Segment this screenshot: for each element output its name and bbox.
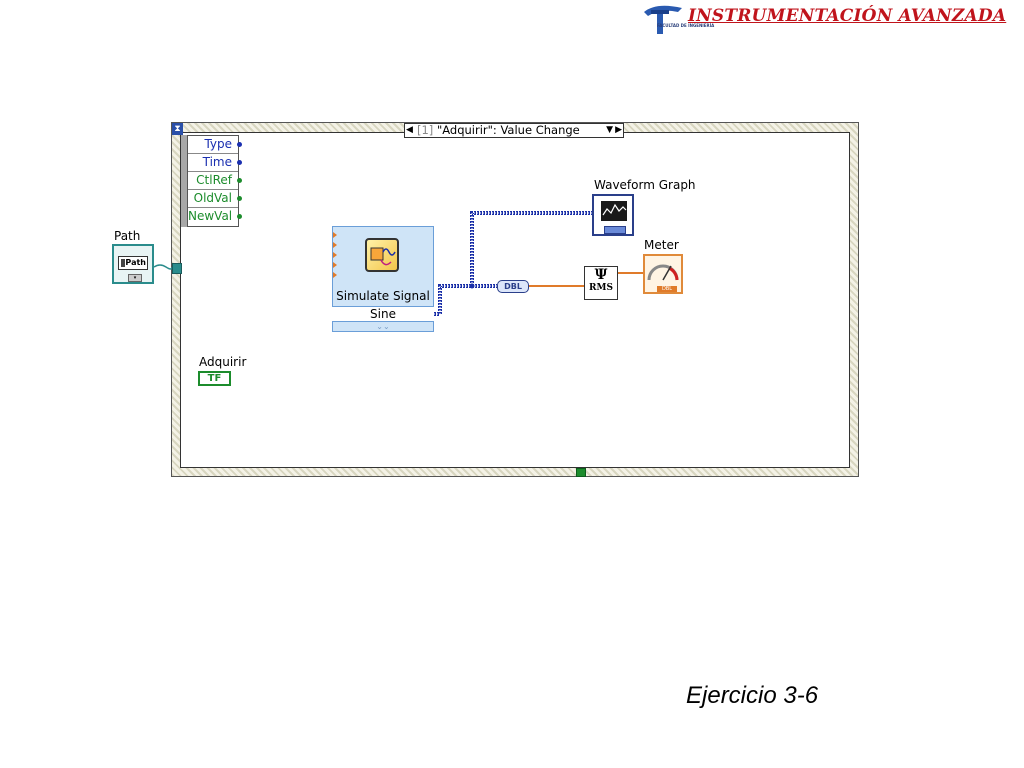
expand-chevron-icon[interactable]: ⌄⌄ [376,322,390,331]
event-data-newval[interactable]: NewVal [188,208,242,226]
meter-terminal[interactable]: DBL [643,254,683,294]
rms-function[interactable]: Ψ RMS [584,266,618,300]
rms-symbol: Ψ [594,267,608,283]
dropdown-arrow-icon[interactable]: ▼ [606,125,613,135]
meter-dbl-badge: DBL [657,286,677,292]
adquirir-boolean-terminal[interactable]: TF [198,371,231,386]
event-data-oldval[interactable]: OldVal [188,190,242,208]
gauge-icon [647,264,679,281]
from-ddt-convert[interactable]: DBL [497,280,529,293]
input-terminal[interactable] [333,272,337,278]
path-tunnel[interactable] [172,263,182,274]
waveform-graph-terminal[interactable] [592,194,634,236]
increment-arrow-icon[interactable]: ▶ [615,125,622,135]
meter-label: Meter [644,238,679,252]
input-terminal[interactable] [333,242,337,248]
event-structure-diagram [180,132,850,468]
waveform-graph-label: Waveform Graph [594,178,696,192]
simulate-signal-title: Simulate Signal [336,289,430,303]
faculty-logo [644,5,682,34]
graph-screen-icon [601,201,627,221]
input-terminal[interactable] [333,232,337,238]
rms-label: RMS [589,283,613,293]
event-data-type[interactable]: Type [188,136,242,154]
signal-type-field[interactable]: Sine [332,306,434,322]
graph-type-icon [604,226,626,234]
path-glyph: Path [118,256,148,270]
input-terminal[interactable] [333,262,337,268]
stop-terminal-tunnel[interactable] [576,468,586,477]
path-terminal-icon: ▾ [128,274,142,282]
event-data-time[interactable]: Time [188,154,242,172]
path-control[interactable]: Path ▾ [112,244,154,284]
faculty-sub: FACULTAD DE INGENIERÍA [657,23,715,28]
event-data-node[interactable]: Type Time CtlRef OldVal NewVal [187,135,242,227]
input-terminal[interactable] [333,252,337,258]
case-index: [1] [417,123,434,137]
slide-caption: Ejercicio 3-6 [686,682,819,709]
event-data-ctlref[interactable]: CtlRef [188,172,242,190]
event-case-selector[interactable]: ◀ [1] "Adquirir": Value Change ▼ ▶ [404,123,624,138]
adquirir-label: Adquirir [199,355,247,369]
decrement-arrow-icon[interactable]: ◀ [406,125,413,135]
timeout-hourglass-icon[interactable]: ⧗ [172,123,183,135]
brand-title: INSTRUMENTACIÓN AVANZADA [688,6,1007,26]
simulate-signal-icon [365,238,399,272]
path-label: Path [114,229,141,243]
case-label: "Adquirir": Value Change [436,123,580,137]
